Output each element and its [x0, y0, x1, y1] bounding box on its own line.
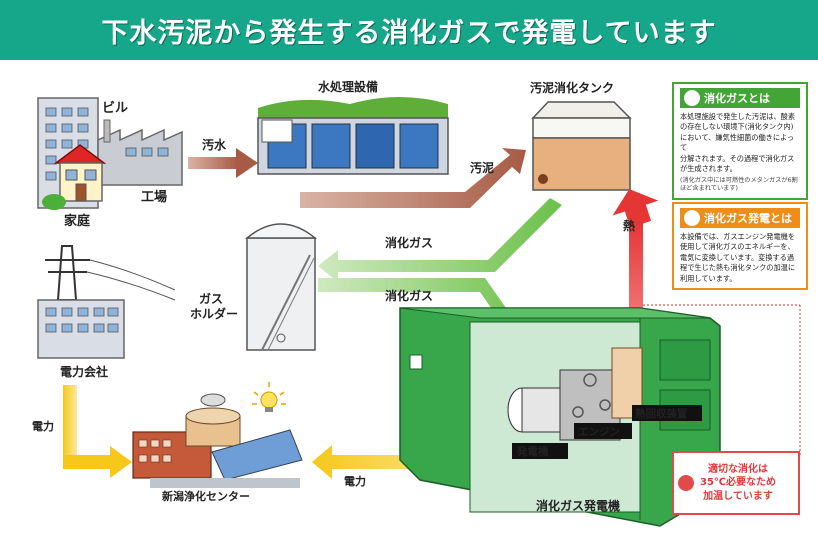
label-gas-1: 消化ガス	[385, 235, 433, 250]
power-company	[37, 245, 176, 359]
info-box-gas-power-body: 本設備では、ガスエンジン発電機を 使用して消化ガスのエネルギーを、 電気に変換し…	[680, 232, 796, 283]
label-power-1: 電力	[32, 419, 54, 433]
info-box-digestion-gas-body: 本処理施設で発生した汚泥は、酸素 の存在しない環境下(消化タンク内) において、…	[680, 112, 796, 174]
factory	[97, 119, 183, 186]
label-factory: 工場	[141, 189, 167, 205]
page-title: 下水汚泥から発生する消化ガスで発電しています	[101, 17, 717, 49]
lightbulb-icon	[252, 382, 286, 412]
label-sludge: 汚泥	[470, 160, 494, 175]
label-home: 家庭	[64, 213, 91, 229]
label-power-2: 電力	[344, 474, 366, 488]
heating-note-box: 適切な消化は 35℃必要なため 加温しています	[672, 451, 800, 515]
treatment-center	[132, 393, 303, 488]
label-engine: エンジン	[578, 426, 620, 438]
title-banner: 下水汚泥から発生する消化ガスで発電しています	[0, 0, 818, 60]
info-box-digestion-gas-note: (消化ガス中には可燃性のメタンガスが6割 ほど含まれています)	[680, 176, 798, 193]
recycle-icon	[684, 210, 700, 226]
generator-label-box	[512, 443, 568, 459]
label-gas-holder-2: ホルダー	[190, 306, 238, 321]
power-arrow-from-company	[63, 385, 132, 478]
info-box-digestion-gas-header: 消化ガスとは	[680, 88, 800, 108]
info-box-gas-power-title: 消化ガス発電とは	[704, 212, 792, 225]
house	[42, 144, 107, 210]
gas-arrow-to-generator	[318, 278, 540, 356]
info-box-gas-power-header: 消化ガス発電とは	[680, 208, 800, 228]
label-generator: 発電機	[516, 445, 549, 458]
label-center: 新潟浄化センター	[162, 489, 250, 503]
water-treatment-facility	[257, 97, 449, 175]
info-box-digestion-gas: 消化ガスとは 本処理施設で発生した汚泥は、酸素 の存在しない環境下(消化タンク内…	[672, 82, 808, 200]
heat-recovery-label-box	[632, 405, 702, 421]
info-box-gas-power: 消化ガス発電とは 本設備では、ガスエンジン発電機を 使用して消化ガスのエネルギー…	[672, 202, 808, 290]
label-gas-generator: 消化ガス発電機	[536, 498, 620, 513]
gas-arrow-to-holder	[318, 198, 562, 282]
label-gas-holder-1: ガス	[199, 291, 223, 306]
heating-note-text: 適切な消化は 35℃必要なため 加温しています	[700, 463, 777, 502]
label-digestion-tank: 汚泥消化タンク	[530, 80, 614, 95]
label-sewage: 汚水	[202, 137, 227, 152]
sludge-arrow	[300, 148, 526, 208]
label-gas-2: 消化ガス	[385, 288, 433, 303]
digestion-tank	[531, 101, 632, 191]
info-box-digestion-gas-title: 消化ガスとは	[704, 92, 770, 105]
recycle-icon	[684, 90, 700, 106]
engine-label-box	[574, 423, 632, 439]
process-diagram: ビル 工場 家庭 汚水 水処理設備 汚泥 汚泥消化タンク 熱	[32, 79, 801, 527]
label-water-treatment: 水処理設備	[318, 79, 378, 94]
label-building: ビル	[102, 100, 128, 116]
label-heat: 熱	[623, 218, 635, 233]
gas-holder	[244, 223, 318, 351]
label-heat-recovery: 熱回収装置	[635, 407, 688, 420]
label-power-company: 電力会社	[60, 364, 108, 379]
sewage-arrow	[188, 148, 258, 178]
recycle-icon	[678, 475, 694, 491]
